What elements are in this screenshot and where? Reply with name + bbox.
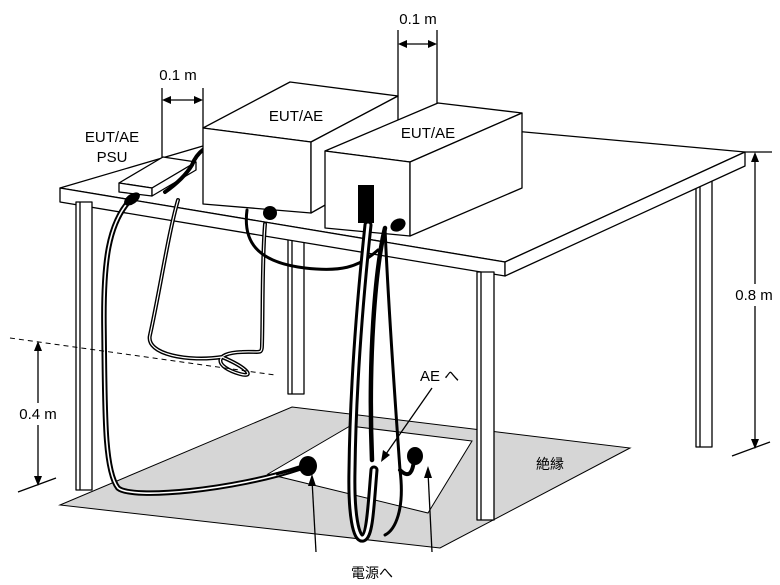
eut-loop-cable bbox=[244, 208, 380, 271]
label-gap-between-eut: 0.1 m bbox=[399, 11, 437, 28]
label-to-power: 電源へ bbox=[351, 566, 393, 582]
label-psu-line1: EUT/AE bbox=[85, 129, 139, 146]
power-cable-right bbox=[383, 226, 423, 537]
label-insulation: 絶縁 bbox=[536, 457, 564, 473]
ae-cable bbox=[347, 185, 406, 543]
label-cable-height: 0.4 m bbox=[19, 406, 57, 423]
dim-cable-height: 0.4 m bbox=[9, 337, 276, 493]
label-psu-line2: PSU bbox=[97, 149, 128, 166]
label-eut-right: EUT/AE bbox=[401, 125, 455, 142]
label-eut-left: EUT/AE bbox=[269, 108, 323, 125]
table-front-legs bbox=[75, 201, 495, 521]
label-gap-psu-eut: 0.1 m bbox=[159, 67, 197, 84]
label-table-height: 0.8 m bbox=[735, 287, 773, 304]
psu-box bbox=[118, 156, 197, 197]
dim-gap-psu-eut: 0.1 m bbox=[159, 67, 204, 158]
annotation-to-ae: AE へ bbox=[381, 368, 459, 462]
annotation-to-power: 電源へ bbox=[308, 466, 433, 582]
dim-gap-between-eut: 0.1 m bbox=[397, 11, 438, 103]
dim-table-height: 0.8 m bbox=[730, 151, 778, 457]
coiled-cable bbox=[147, 198, 277, 377]
insulation-mat bbox=[58, 406, 632, 549]
psu-cable bbox=[101, 192, 317, 496]
label-to-ae: AE へ bbox=[420, 368, 459, 385]
